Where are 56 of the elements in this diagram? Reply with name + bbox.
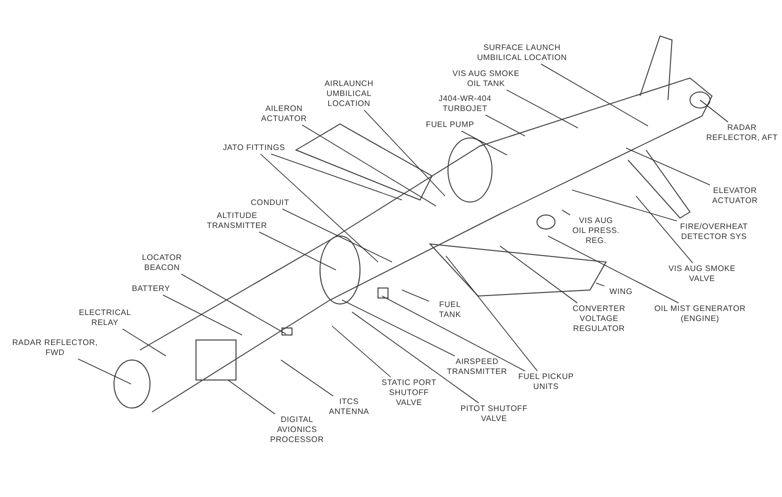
- callout-label: DIGITAL AVIONICS PROCESSOR: [264, 415, 330, 445]
- leader-line: [180, 274, 286, 334]
- callout-label: JATO FITTINGS: [218, 143, 290, 153]
- callout-label: LOCATOR BEACON: [134, 253, 190, 273]
- leader-line: [446, 256, 538, 372]
- leader-line: [162, 294, 242, 336]
- leader-line: [540, 64, 648, 126]
- leader-line: [260, 154, 378, 262]
- leader-line: [78, 358, 132, 384]
- callout-label: BATTERY: [126, 284, 176, 294]
- leader-line: [485, 114, 526, 136]
- leader-line: [700, 100, 728, 122]
- leader-line: [258, 232, 336, 270]
- leader-line: [270, 154, 402, 200]
- callout-label: RADAR REFLECTOR, FWD: [12, 338, 98, 358]
- callout-label: J404-WR-404 TURBOJET: [432, 94, 498, 114]
- leader-line: [548, 236, 679, 304]
- callout-label: AILERON ACTUATOR: [254, 104, 314, 124]
- callout-label: CONDUIT: [245, 198, 295, 208]
- leader-line: [626, 148, 710, 186]
- leader-line: [596, 282, 605, 286]
- callout-label: WING: [603, 287, 639, 297]
- leader-line: [352, 312, 480, 404]
- callout-label: VIS AUG SMOKE VALVE: [662, 264, 742, 284]
- callout-label: ELEVATOR ACTUATOR: [706, 186, 764, 206]
- callout-label: ELECTRICAL RELAY: [74, 308, 136, 328]
- callout-label: VIS AUG OIL PRESS. REG.: [571, 216, 621, 246]
- leader-line: [364, 110, 446, 196]
- callout-label: STATIC PORT SHUTOFF VALVE: [378, 378, 440, 408]
- leader-line: [280, 360, 334, 396]
- leader-line: [342, 300, 456, 356]
- callout-label: FIRE/OVERHEAT DETECTOR SYS: [672, 222, 756, 242]
- callout-label: AIRLAUNCH UMBILICAL LOCATION: [318, 79, 380, 109]
- leader-line: [506, 90, 578, 128]
- callout-label: RADAR REFLECTOR, AFT: [702, 123, 782, 143]
- leader-line: [122, 328, 166, 356]
- callout-label: SURFACE LAUNCH UMBILICAL LOCATION: [470, 43, 574, 63]
- leader-line: [500, 246, 578, 304]
- leader-line: [461, 130, 508, 156]
- callout-label: OIL MIST GENERATOR (ENGINE): [645, 304, 755, 324]
- callout-label: FUEL TANK: [430, 300, 470, 320]
- callout-label: FUEL PUMP: [422, 120, 478, 130]
- leader-line: [282, 208, 392, 262]
- leader-line: [228, 380, 276, 414]
- leader-line: [402, 290, 430, 302]
- leader-line: [636, 196, 694, 264]
- leader-line: [382, 296, 526, 372]
- leader-line: [332, 326, 391, 378]
- callout-label: PITOT SHUTOFF VALVE: [454, 404, 534, 424]
- leader-line: [302, 124, 436, 206]
- callout-label: VIS AUG SMOKE OIL TANK: [446, 69, 526, 89]
- leader-line: [562, 210, 570, 216]
- callout-label: ITCS ANTENNA: [326, 397, 372, 417]
- callout-label: CONVERTER VOLTAGE REGULATOR: [565, 304, 633, 334]
- callout-label: ALTITUDE TRANSMITTER: [200, 211, 274, 231]
- leader-line: [572, 190, 678, 222]
